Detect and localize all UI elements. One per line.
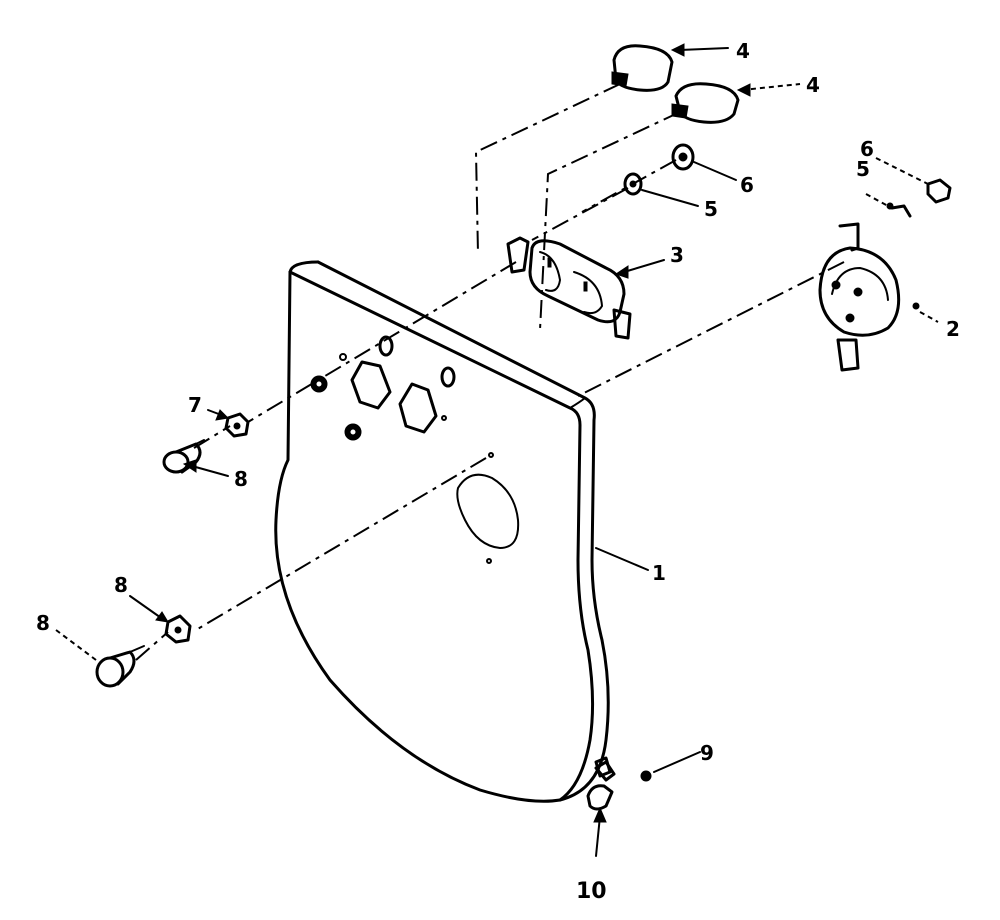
callout-8-lower: 8 xyxy=(36,611,50,635)
screw-9 xyxy=(640,770,652,782)
latch-10 xyxy=(586,760,616,811)
callout-7-upper: 7 xyxy=(188,393,202,417)
callout-labels: 1 2 3 4 4 5 5 6 6 7 8 8 8 9 10 xyxy=(36,39,960,904)
assembly-lines xyxy=(135,83,845,661)
leaders xyxy=(55,43,939,857)
cap-lower xyxy=(671,82,740,124)
callout-3: 3 xyxy=(670,243,684,267)
callout-6: 6 xyxy=(740,173,754,197)
callout-4-lower: 4 xyxy=(806,73,820,97)
cover-panel xyxy=(274,260,612,803)
washer-6 xyxy=(671,143,695,171)
nut-6-right xyxy=(926,178,952,204)
callout-9: 9 xyxy=(700,741,714,765)
nut-7-upper xyxy=(224,412,250,438)
callout-5-right: 5 xyxy=(856,157,870,181)
callout-10: 10 xyxy=(576,879,607,904)
callout-4-upper: 4 xyxy=(736,39,750,63)
callout-2: 2 xyxy=(946,317,960,341)
cap-upper xyxy=(611,44,674,92)
callout-8-upper: 8 xyxy=(234,467,248,491)
thumbscrew-8-lower xyxy=(95,645,145,688)
callout-1: 1 xyxy=(652,561,666,585)
nut-7-lower xyxy=(164,614,192,644)
callout-5: 5 xyxy=(704,197,718,221)
screw-5-right xyxy=(886,202,912,218)
single-receptacle xyxy=(818,222,920,372)
callout-7-lower: 8 xyxy=(114,573,128,597)
callout-6-right: 6 xyxy=(860,137,874,161)
duplex-receptacle xyxy=(506,236,632,340)
